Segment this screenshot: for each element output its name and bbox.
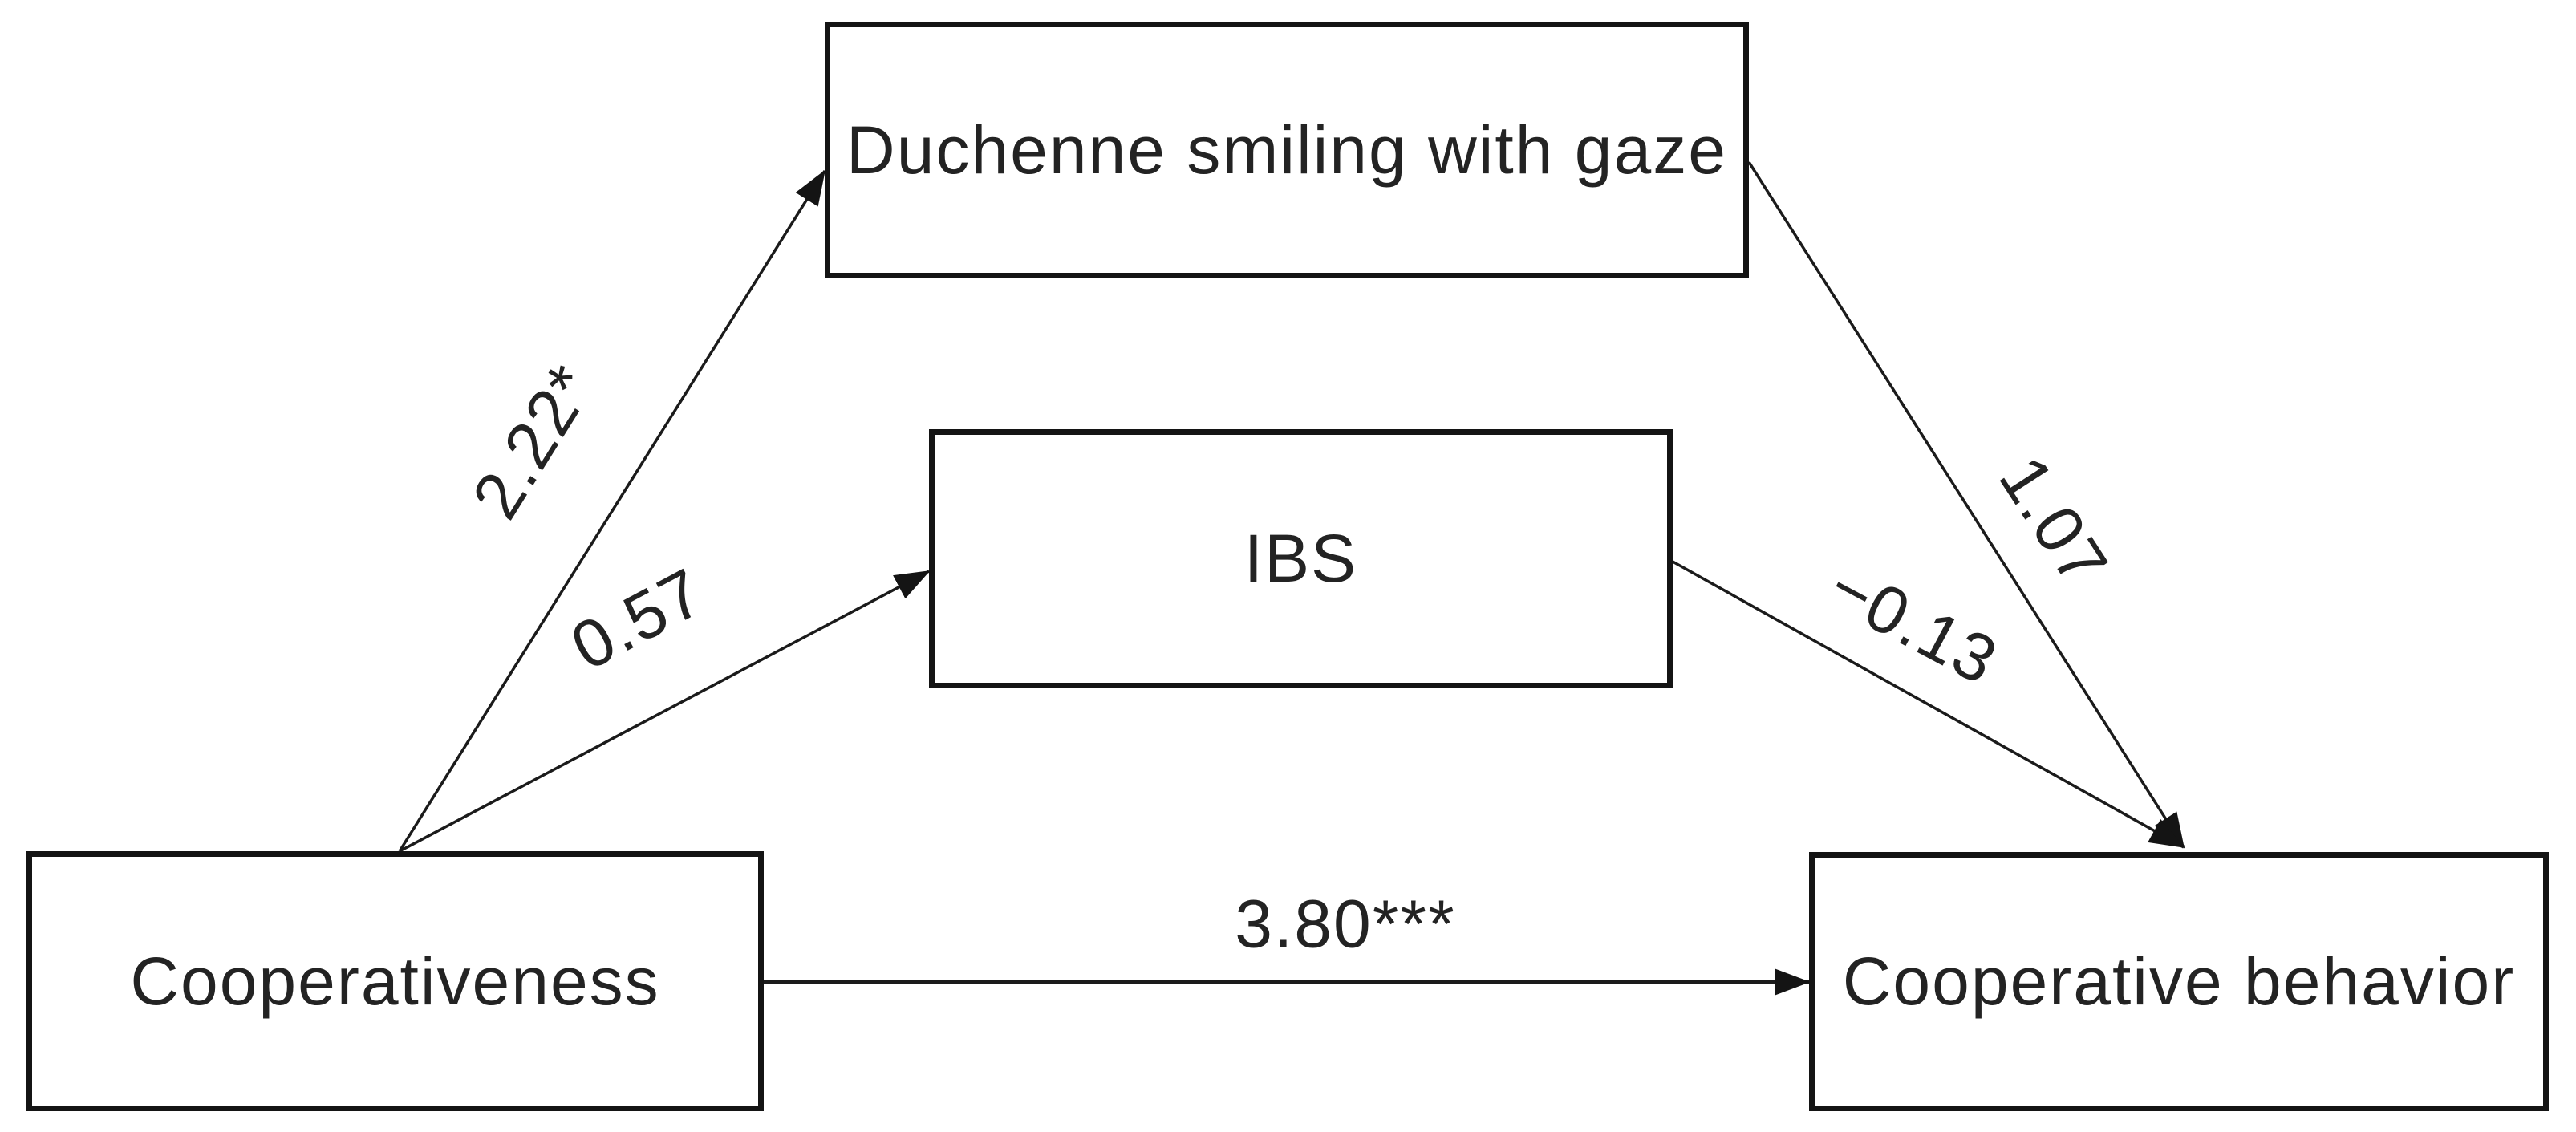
arrow-cooperativeness-to-duchenne	[398, 169, 826, 852]
coefficient-duchenne-behavior: 1.07	[1985, 443, 2124, 600]
node-duchenne-smiling-label: Duchenne smiling with gaze	[846, 112, 1727, 188]
node-cooperativeness: Cooperativeness	[26, 851, 764, 1111]
coefficient-ibs-behavior: −0.13	[1816, 548, 2010, 700]
node-ibs-label: IBS	[1243, 521, 1358, 596]
node-cooperative-behavior-label: Cooperative behavior	[1842, 943, 2516, 1019]
coefficient-cooperativeness-behavior: 3.80***	[1235, 886, 1456, 962]
arrow-duchenne-to-behavior	[1747, 161, 2185, 849]
coefficient-cooperativeness-ibs: 0.57	[558, 553, 716, 685]
node-duchenne-smiling: Duchenne smiling with gaze	[825, 22, 1749, 278]
node-ibs: IBS	[929, 429, 1673, 688]
coefficient-cooperativeness-duchenne: 2.22*	[457, 351, 610, 532]
node-cooperativeness-label: Cooperativeness	[130, 943, 660, 1019]
node-cooperative-behavior: Cooperative behavior	[1809, 852, 2549, 1111]
